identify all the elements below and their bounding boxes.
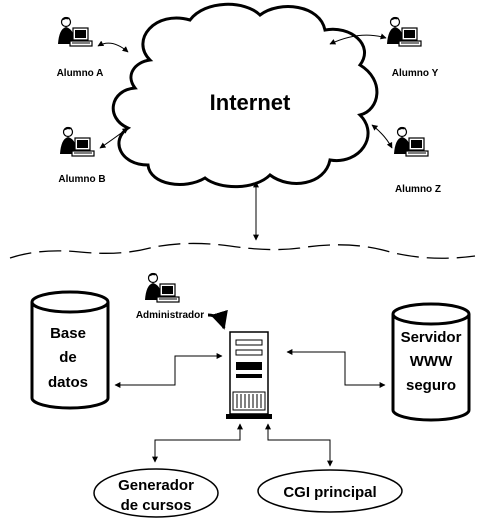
student-z-link: [371, 124, 393, 149]
student-z-icon: [393, 126, 429, 157]
student-a-link: [97, 40, 129, 53]
internet-label: Internet: [210, 90, 291, 115]
web-server-label-line3: seguro: [406, 377, 456, 394]
student-b-icon: [59, 126, 95, 157]
student-a-label: Alumno A: [57, 68, 104, 79]
student-b-link: [99, 127, 129, 149]
server-tower-icon: [226, 331, 272, 419]
student-y-label: Alumno Y: [392, 68, 439, 79]
database-label-line3: datos: [48, 374, 88, 391]
cgi-ellipse: [257, 469, 403, 513]
generator-link: [152, 423, 243, 463]
student-b-label: Alumno B: [58, 174, 105, 185]
student-a-icon: [57, 16, 93, 47]
web-server-cylinder: [391, 302, 471, 422]
administrator-icon: [144, 272, 180, 303]
generator-ellipse: [93, 468, 219, 518]
web-server-link: [286, 349, 386, 388]
database-cylinder: [30, 290, 110, 410]
cgi-link: [265, 423, 333, 467]
generator-label-line2: de cursos: [121, 497, 192, 514]
administrator-link: [207, 309, 228, 330]
web-server-label-line2: WWW: [410, 353, 453, 370]
student-y-link: [329, 33, 387, 45]
student-y-icon: [386, 16, 422, 47]
database-label-line1: Base: [50, 325, 86, 342]
student-z-label: Alumno Z: [395, 184, 441, 195]
generator-label-line1: Generador: [118, 477, 194, 494]
network-boundary: [9, 242, 476, 259]
administrator-label: Administrador: [136, 310, 204, 321]
database-link: [114, 353, 223, 388]
web-server-label-line1: Servidor: [401, 329, 462, 346]
cgi-label: CGI principal: [283, 484, 376, 501]
database-label-line2: de: [59, 349, 77, 366]
